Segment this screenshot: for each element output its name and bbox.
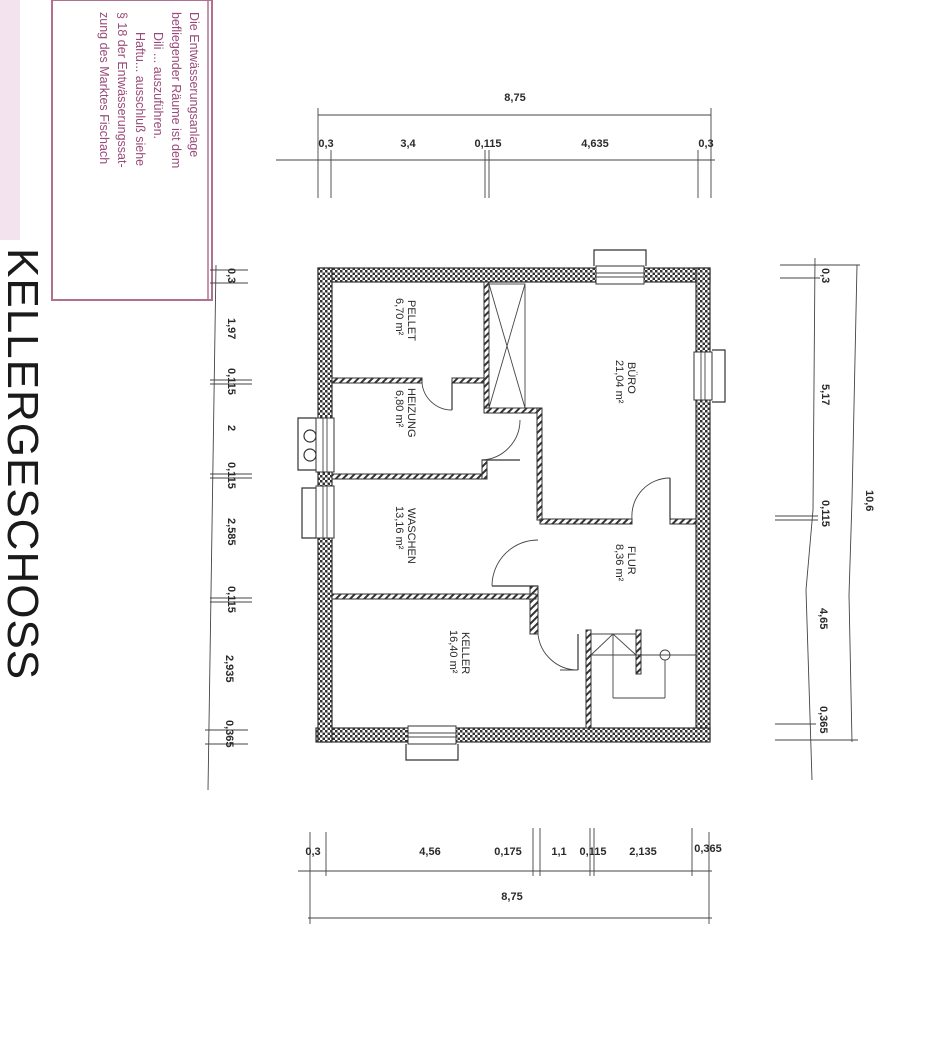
right-total: 10,6 xyxy=(863,490,875,511)
svg-text:1,97: 1,97 xyxy=(225,318,237,339)
room-name: FLUR xyxy=(625,546,637,575)
top-total: 8,75 xyxy=(504,92,525,104)
stamp-line-4: Haftu... ausschluß siehe xyxy=(133,32,147,166)
room-heizung: HEIZUNG 6,80 m² xyxy=(393,388,417,438)
svg-text:KELLERGESCHOSS: KELLERGESCHOSS xyxy=(0,248,47,680)
svg-text:0,115: 0,115 xyxy=(225,368,237,395)
stamp-line-1: Die Entwässerungsanlage xyxy=(187,12,201,157)
stamp-line-5: § 18 der Entwässerungssat- xyxy=(115,12,129,168)
bottom-total: 8,75 xyxy=(501,891,522,903)
svg-text:0,115: 0,115 xyxy=(225,462,237,489)
svg-text:4,65: 4,65 xyxy=(817,608,829,629)
room-pellet: PELLET 6,70 m² xyxy=(393,298,417,341)
svg-text:2: 2 xyxy=(225,425,237,431)
room-buero: BÜRO 21,04 m² xyxy=(613,360,637,404)
shaft xyxy=(488,283,526,409)
svg-text:0,3: 0,3 xyxy=(698,138,713,150)
room-area: 16,40 m² xyxy=(447,630,459,674)
svg-text:3,4: 3,4 xyxy=(400,138,416,150)
room-area: 21,04 m² xyxy=(613,360,625,404)
svg-text:2,135: 2,135 xyxy=(629,846,657,858)
stamp-bleed xyxy=(0,0,20,240)
room-name: BÜRO xyxy=(625,362,637,394)
room-area: 6,80 m² xyxy=(393,390,405,428)
room-area: 13,16 m² xyxy=(393,506,405,550)
room-name: HEIZUNG xyxy=(405,388,417,438)
windows xyxy=(297,249,726,761)
room-area: 6,70 m² xyxy=(393,298,405,336)
dimension-left: 0,3 1,97 0,115 2 0,115 2,585 0,115 2,935… xyxy=(205,264,252,791)
svg-text:4,635: 4,635 xyxy=(581,138,609,150)
svg-text:0,115: 0,115 xyxy=(819,500,831,527)
room-keller: KELLER 16,40 m² xyxy=(447,630,471,674)
svg-text:2,585: 2,585 xyxy=(225,518,237,546)
svg-text:0,3: 0,3 xyxy=(318,138,333,150)
doors xyxy=(421,382,671,671)
room-flur: FLUR 8,36 m² xyxy=(613,544,637,582)
room-area: 8,36 m² xyxy=(613,544,625,582)
svg-text:0,115: 0,115 xyxy=(225,586,237,613)
stairs xyxy=(590,633,696,699)
dimension-right: 0,3 5,17 0,115 4,65 0,365 10,6 xyxy=(775,257,875,781)
dimension-top: 8,75 0,3 3,4 0,115 4,635 0,3 xyxy=(276,92,715,198)
svg-text:0,175: 0,175 xyxy=(494,846,522,858)
svg-text:0,3: 0,3 xyxy=(819,268,831,283)
outer-walls xyxy=(315,267,711,743)
svg-text:2,935: 2,935 xyxy=(223,655,235,683)
svg-text:0,365: 0,365 xyxy=(694,843,722,855)
svg-text:0,3: 0,3 xyxy=(305,846,320,858)
svg-text:0,365: 0,365 xyxy=(817,706,829,734)
svg-text:0,3: 0,3 xyxy=(225,268,237,283)
room-name: KELLER xyxy=(459,632,471,674)
stamp-line-6: zung des Marktes Fischach xyxy=(97,12,111,164)
room-name: WASCHEN xyxy=(405,508,417,564)
room-waschen: WASCHEN 13,16 m² xyxy=(393,506,417,564)
drawing-title: KELLERGESCHOSS xyxy=(0,248,47,680)
svg-text:0,115: 0,115 xyxy=(475,138,502,150)
svg-text:0,365: 0,365 xyxy=(223,720,235,748)
approval-stamp: Die Entwässerungsanlage befliegender Räu… xyxy=(51,0,213,301)
svg-text:0,115: 0,115 xyxy=(580,846,607,858)
interior-walls xyxy=(331,281,697,729)
dimension-bottom: 0,3 4,56 0,175 1,1 0,115 2,135 0,365 8,7… xyxy=(298,828,722,924)
svg-text:4,56: 4,56 xyxy=(419,846,440,858)
svg-text:5,17: 5,17 xyxy=(819,384,831,405)
stamp-line-3: Dili ... auszuführen. xyxy=(151,32,165,139)
svg-text:1,1: 1,1 xyxy=(551,846,566,858)
room-name: PELLET xyxy=(405,300,417,341)
stamp-line-2: befliegender Räume ist dem xyxy=(169,12,183,168)
